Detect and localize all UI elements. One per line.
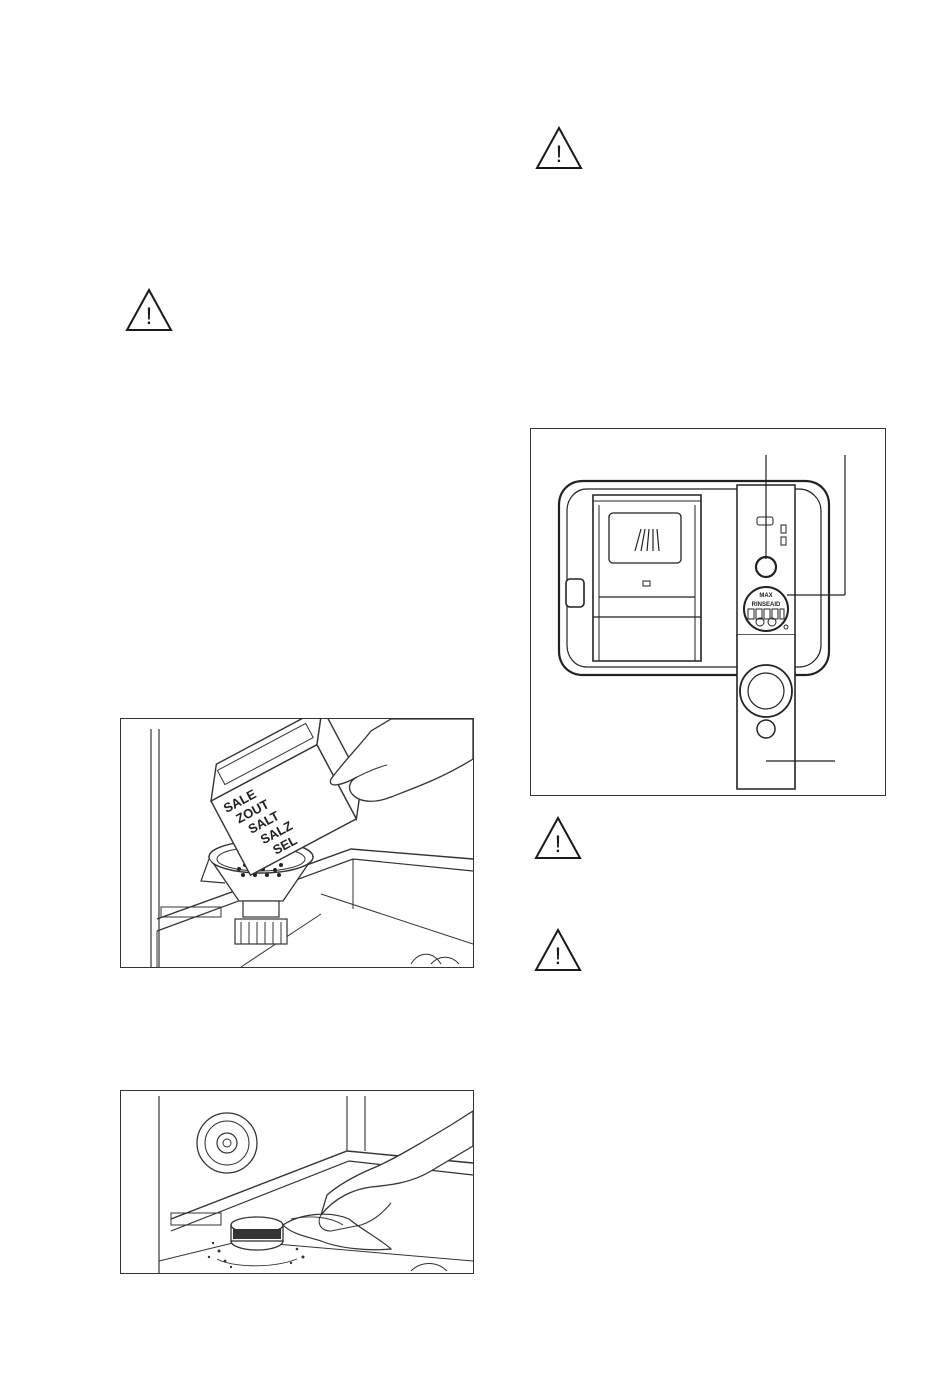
dial-label-rinseaid: RINSEAID bbox=[752, 602, 781, 608]
warning-symbol: ! bbox=[556, 141, 563, 168]
warning-triangle-icon: ! bbox=[534, 125, 584, 171]
warning-symbol: ! bbox=[555, 943, 562, 970]
warning-triangle-icon: ! bbox=[533, 815, 583, 861]
warning-triangle-icon: ! bbox=[124, 287, 174, 333]
detergent-rinse-aid-dispenser-illustration: MAX RINSEAID bbox=[530, 428, 886, 796]
warning-triangle-icon: ! bbox=[533, 927, 583, 973]
salt-cap-cleaning-illustration bbox=[120, 1090, 474, 1274]
salt-filling-illustration: SALE ZOUT SALT SALZ SEL bbox=[120, 718, 474, 968]
dial-label-max: MAX bbox=[759, 593, 772, 599]
warning-symbol: ! bbox=[146, 303, 153, 330]
warning-symbol: ! bbox=[555, 831, 562, 858]
